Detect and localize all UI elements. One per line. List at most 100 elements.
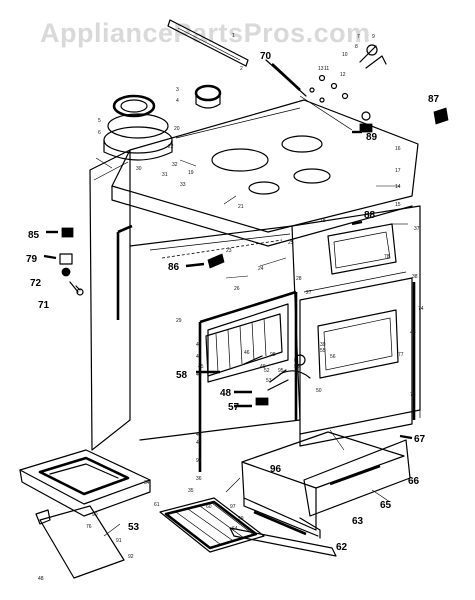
callout-17: 17 — [395, 168, 401, 174]
callout-23: 23 — [226, 248, 232, 254]
callout-91: 91 — [116, 538, 122, 544]
callout-19: 19 — [188, 170, 194, 176]
callout-86a: 86 — [168, 262, 180, 273]
callout-35: 35 — [188, 488, 194, 494]
left-side-trim — [116, 224, 133, 320]
control-knob-assembly — [359, 44, 387, 133]
callout-78: 78 — [384, 254, 390, 260]
callout-47: 47 — [196, 432, 202, 438]
callout-72: 72 — [30, 278, 42, 289]
callout-92: 92 — [128, 554, 134, 560]
callout-63: 63 — [352, 516, 364, 527]
callout-10: 10 — [342, 52, 348, 58]
storage-drawer — [241, 431, 405, 537]
callout-37: 37 — [414, 226, 420, 232]
callout-79: 79 — [26, 254, 38, 265]
callout-labels-small: 1 2 3 4 5 6 7 8 9 10 11 12 13 14 15 16 1… — [38, 33, 424, 582]
callout-44: 44 — [196, 354, 202, 360]
callout-32: 32 — [172, 162, 178, 168]
callout-34: 34 — [144, 480, 150, 486]
callout-1: 1 — [232, 33, 235, 39]
callout-70: 70 — [260, 51, 272, 62]
callout-41: 41 — [196, 342, 202, 348]
callout-64: 64 — [232, 526, 238, 532]
surface-element-large — [103, 94, 173, 161]
callout-29: 29 — [176, 318, 182, 324]
callout-55: 55 — [320, 348, 326, 354]
callout-7: 7 — [357, 34, 360, 40]
callout-50: 50 — [316, 388, 322, 394]
callout-49: 49 — [260, 364, 266, 370]
drawer-glide — [253, 510, 321, 539]
callout-12: 12 — [340, 72, 346, 78]
callout-71: 71 — [38, 300, 50, 311]
callout-38: 38 — [412, 274, 418, 280]
callout-88: 88 — [364, 210, 376, 221]
callout-53: 53 — [266, 378, 272, 384]
callout-77: 77 — [398, 352, 404, 358]
callout-8: 8 — [355, 44, 358, 50]
callout-52: 52 — [264, 368, 270, 374]
callout-13: 13 — [318, 66, 324, 72]
right-side-panel — [291, 205, 421, 435]
callout-39: 39 — [320, 342, 326, 348]
callout-74: 74 — [418, 306, 424, 312]
left-side-panel — [89, 149, 131, 451]
callout-73: 73 — [410, 392, 416, 398]
callout-16: 16 — [395, 146, 401, 152]
bracket-part-87 — [433, 107, 449, 125]
oven-vent-part-86 — [207, 253, 225, 269]
callout-3: 3 — [176, 87, 179, 93]
callout-85: 85 — [28, 230, 40, 241]
callout-25: 25 — [288, 240, 294, 246]
callout-45: 45 — [198, 364, 204, 370]
callout-90: 90 — [92, 512, 98, 518]
callout-94: 94 — [196, 458, 202, 464]
callout-66: 66 — [408, 476, 420, 487]
callout-65: 65 — [380, 500, 392, 511]
callout-76: 76 — [86, 524, 92, 530]
callout-40: 40 — [410, 330, 416, 336]
door-hinge-rods — [412, 280, 421, 420]
callout-58: 58 — [294, 364, 300, 370]
callout-61: 61 — [154, 502, 160, 508]
callout-26: 26 — [234, 286, 240, 292]
callout-48b: 48 — [220, 388, 232, 399]
callout-62: 62 — [336, 542, 348, 553]
broil-grid-rack — [159, 497, 265, 553]
broiler-tray — [35, 505, 125, 579]
callout-53b: 53 — [128, 522, 140, 533]
callout-arrows — [43, 130, 413, 440]
callout-99: 99 — [238, 516, 244, 522]
callout-31: 31 — [162, 172, 168, 178]
callout-18: 18 — [320, 218, 326, 224]
callout-60: 60 — [206, 504, 212, 510]
callout-36: 36 — [196, 476, 202, 482]
callout-89: 89 — [366, 132, 378, 143]
small-hardware-cluster — [299, 74, 353, 131]
oven-cavity-frame — [198, 290, 298, 472]
oven-burner-parts — [243, 354, 311, 406]
callout-57: 57 — [228, 402, 240, 413]
callout-48: 48 — [38, 576, 44, 582]
callout-59: 58 — [176, 370, 188, 381]
callout-24: 24 — [258, 266, 264, 272]
callout-46: 46 — [244, 350, 250, 356]
callout-labels-bold: 70 89 88 85 79 72 71 86 58 48 57 67 96 6… — [26, 51, 440, 553]
callout-28: 28 — [296, 276, 302, 282]
callout-15: 15 — [395, 202, 401, 208]
callout-14: 14 — [395, 184, 401, 190]
callout-96: 96 — [270, 464, 282, 475]
callout-30: 30 — [136, 166, 142, 172]
callout-21: 21 — [238, 204, 244, 210]
callout-4: 4 — [176, 98, 179, 104]
watermark-text: AppliancePartsPros.com — [40, 18, 371, 48]
callout-5: 5 — [98, 118, 101, 124]
callout-2: 2 — [240, 66, 243, 72]
callout-42: 42 — [196, 440, 202, 446]
bottom-kick-plate — [229, 527, 337, 557]
left-loose-parts — [59, 227, 84, 296]
door-window-glass — [327, 223, 397, 275]
callout-22: 22 — [168, 144, 174, 150]
